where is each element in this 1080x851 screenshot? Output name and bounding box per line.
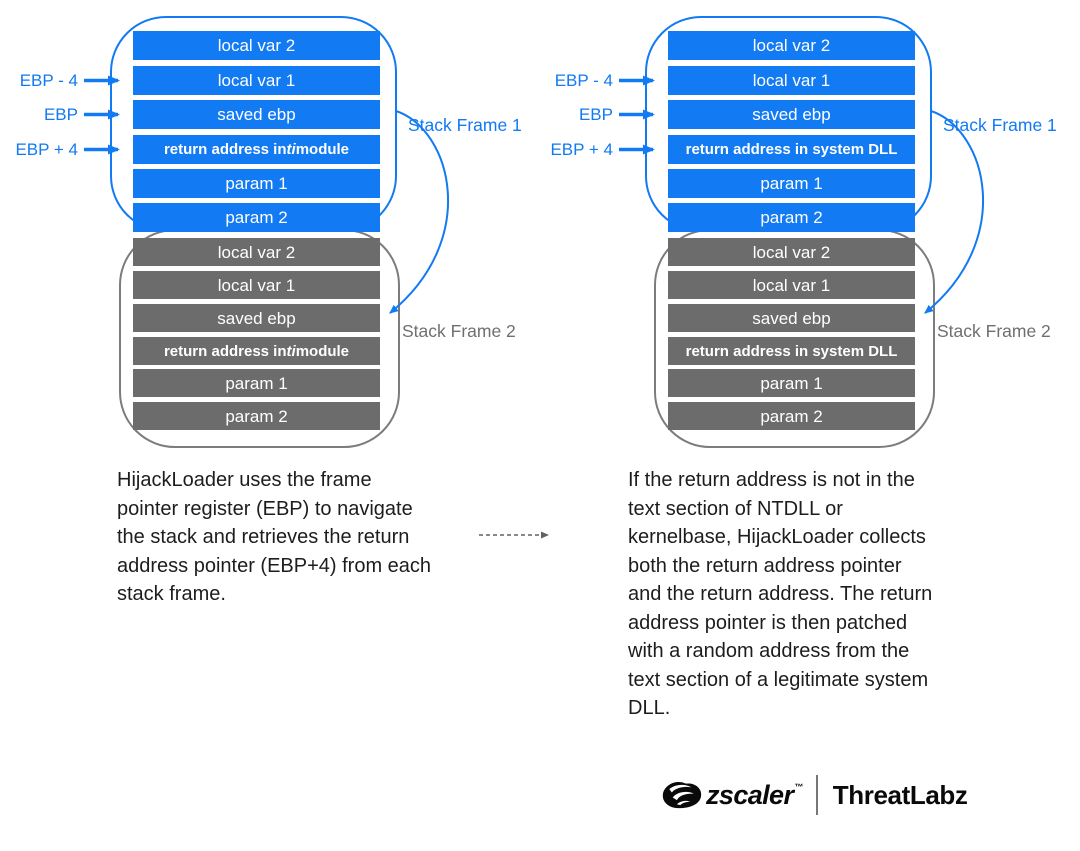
stack-row-return-address: return address in system DLL — [668, 337, 915, 365]
stack-row-return-address: return address in ti module — [133, 337, 380, 365]
stack-row-local-var-2: local var 2 — [668, 238, 915, 266]
stack-diagram-left: local var 2 local var 1 saved ebp return… — [15, 16, 522, 605]
ebp-label: EBP — [578, 105, 613, 124]
stack-frame-2-label: Stack Frame 2 — [937, 321, 1051, 341]
return-address-text: return address in system DLL — [685, 342, 898, 360]
ebp-plus4-label: EBP + 4 — [15, 140, 78, 159]
stack-diagram-right: local var 2 local var 1 saved ebp return… — [535, 0, 1080, 851]
stack-row-local-var-2: local var 2 — [668, 31, 915, 60]
ebp-minus4-label: EBP - 4 — [554, 71, 613, 90]
stack-frame-2-label: Stack Frame 2 — [402, 321, 516, 341]
stack-row-param-1: param 1 — [133, 369, 380, 397]
stack-row-saved-ebp: saved ebp — [668, 100, 915, 129]
stack-row-param-1: param 1 — [133, 169, 380, 198]
stack-row-param-2: param 2 — [668, 203, 915, 232]
return-address-text: return address in — [163, 141, 287, 158]
stack-row-saved-ebp: saved ebp — [133, 100, 380, 129]
stack-row-param-2: param 2 — [133, 402, 380, 430]
stack-row-local-var-1: local var 1 — [668, 66, 915, 95]
return-address-text-post: module — [295, 342, 350, 360]
stack-row-param-1: param 1 — [668, 369, 915, 397]
stack-row-param-1: param 1 — [668, 169, 915, 198]
zscaler-swirl-icon — [662, 782, 702, 809]
footer-brand: zscaler™ ThreatLabz — [660, 770, 968, 820]
return-address-text: return address in system DLL — [685, 141, 898, 158]
stack-row-local-var-2: local var 2 — [133, 238, 380, 266]
zscaler-wordmark: zscaler™ — [706, 779, 803, 810]
diagram-caption-right: If the return address is not in the text… — [628, 469, 933, 719]
return-address-text-post: module — [295, 141, 350, 158]
stack-row-local-var-1: local var 1 — [133, 66, 380, 95]
stack-row-local-var-2: local var 2 — [133, 31, 380, 60]
stack-row-param-2: param 2 — [668, 402, 915, 430]
stack-frame-1-label: Stack Frame 1 — [408, 115, 522, 135]
ebp-label: EBP — [43, 105, 78, 124]
stack-frame-1-label: Stack Frame 1 — [943, 115, 1057, 135]
trademark-symbol: ™ — [794, 781, 803, 792]
stack-row-param-2: param 2 — [133, 203, 380, 232]
diagram-caption-left: HijackLoader uses the frame pointer regi… — [117, 469, 432, 605]
stack-row-return-address: return address in system DLL — [668, 135, 915, 164]
return-address-emphasis: ti — [286, 141, 296, 158]
threatlabz-wordmark: ThreatLabz — [832, 780, 968, 810]
ebp-minus4-label: EBP - 4 — [19, 71, 78, 90]
stack-row-return-address: return address in ti module — [133, 135, 380, 164]
stack-row-saved-ebp: saved ebp — [133, 304, 380, 332]
return-address-emphasis: ti — [286, 342, 296, 360]
stack-row-local-var-1: local var 1 — [133, 271, 380, 299]
stack-row-saved-ebp: saved ebp — [668, 304, 915, 332]
ebp-plus4-label: EBP + 4 — [550, 140, 613, 159]
return-address-text: return address in — [163, 342, 287, 360]
zscaler-text: zscaler — [706, 779, 794, 810]
stack-row-local-var-1: local var 1 — [668, 271, 915, 299]
brand-divider — [815, 775, 818, 815]
